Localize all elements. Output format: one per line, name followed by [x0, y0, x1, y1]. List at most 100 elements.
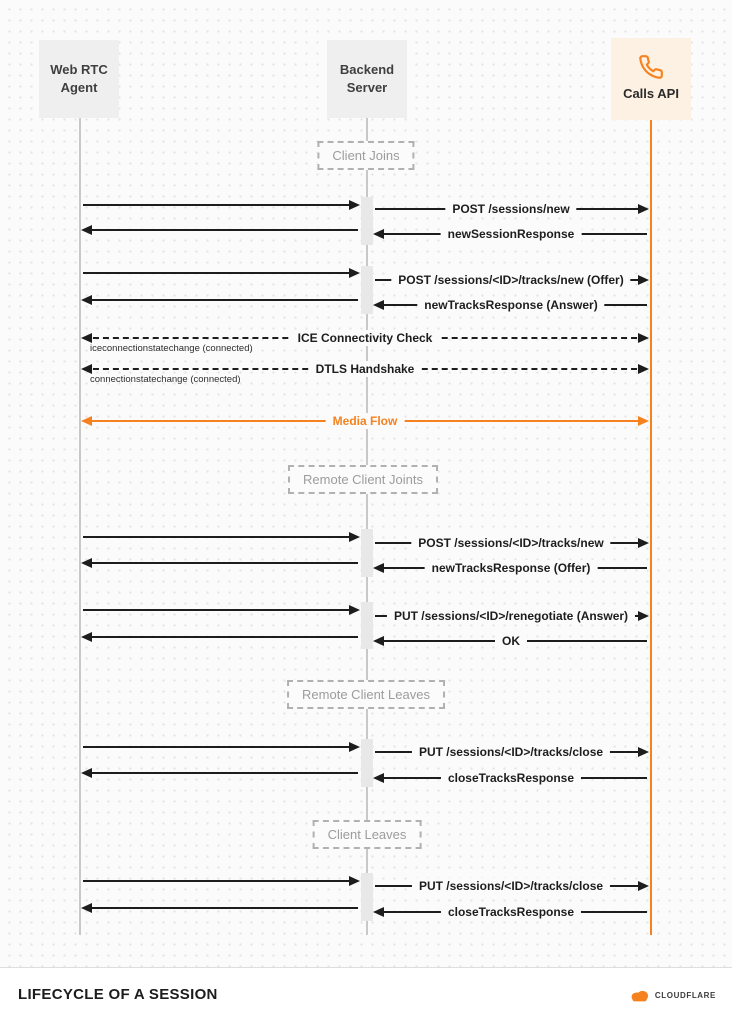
ice-state-note: iceconnectionstatechange (connected) [90, 343, 253, 354]
arrow-dtls-handshake: DTLS Handshake [81, 361, 649, 377]
arrowhead-right-icon [349, 605, 360, 615]
arrow-new-tracks-response-answer: newTracksResponse (Answer) [373, 297, 649, 313]
arrowhead-right-icon [349, 268, 360, 278]
lifeline-webrtc-agent [79, 118, 81, 935]
arrow-media-flow: Media Flow [81, 413, 649, 429]
arrow-shaft [83, 609, 358, 611]
arrow-close-tracks-response: closeTracksResponse [373, 904, 649, 920]
message-label: PUT /sessions/<ID>/tracks/close [411, 744, 611, 760]
message-label: newSessionResponse [440, 226, 582, 242]
arrow-shaft [83, 636, 358, 638]
arrowhead-right-icon [638, 275, 649, 285]
arrowhead-left-icon [373, 907, 384, 917]
arrow-shaft [83, 229, 358, 231]
arrowhead-left-icon [373, 773, 384, 783]
arrow-new-tracks-response-offer: newTracksResponse (Offer) [373, 560, 649, 576]
arrowhead-left-icon [373, 229, 384, 239]
arrow-shaft [83, 299, 358, 301]
arrowhead-left-icon [81, 364, 92, 374]
section-remote-client-leaves: Remote Client Leaves [287, 680, 445, 709]
section-remote-client-joins: Remote Client Joints [288, 465, 438, 494]
activation-bar [361, 266, 373, 314]
message-label: closeTracksResponse [440, 770, 582, 786]
arrow-webrtc-to-backend [81, 604, 360, 616]
phone-icon [639, 55, 663, 80]
arrowhead-right-icon [638, 204, 649, 214]
activation-bar [361, 873, 373, 921]
section-label: Client Joins [332, 148, 400, 163]
arrow-ok-response: OK [373, 633, 649, 649]
arrowhead-right-icon [638, 881, 649, 891]
actor-label-line: Server [346, 80, 388, 95]
arrowhead-left-icon [81, 225, 92, 235]
message-label: newTracksResponse (Answer) [417, 297, 605, 313]
arrow-put-renegotiate-answer: PUT /sessions/<ID>/renegotiate (Answer) [373, 608, 649, 624]
arrow-post-tracks-new: POST /sessions/<ID>/tracks/new [373, 535, 649, 551]
connection-state-note: connectionstatechange (connected) [90, 374, 241, 385]
lifeline-calls-api [650, 120, 652, 935]
actor-webrtc-agent: Web RTC Agent [39, 40, 119, 118]
section-label: Client Leaves [327, 827, 407, 842]
activation-bar [361, 602, 373, 649]
arrowhead-left-icon [81, 333, 92, 343]
arrowhead-left-icon [81, 632, 92, 642]
arrow-shaft [83, 880, 358, 882]
footer: LIFECYCLE OF A SESSION CLOUDFLARE [0, 967, 732, 1019]
arrowhead-right-icon [349, 742, 360, 752]
actor-label-line: Calls API [623, 86, 679, 102]
arrowhead-left-icon [81, 416, 92, 426]
arrow-backend-to-webrtc [81, 767, 360, 779]
message-label: POST /sessions/<ID>/tracks/new (Offer) [391, 272, 631, 288]
arrow-post-sessions-new: POST /sessions/new [373, 201, 649, 217]
arrowhead-right-icon [349, 876, 360, 886]
arrowhead-right-icon [349, 532, 360, 542]
arrow-webrtc-to-backend [81, 267, 360, 279]
arrowhead-left-icon [373, 563, 384, 573]
activation-bar [361, 197, 373, 245]
message-label: Media Flow [325, 413, 405, 429]
activation-bar [361, 529, 373, 577]
message-label: POST /sessions/new [445, 201, 577, 217]
arrowhead-right-icon [349, 200, 360, 210]
arrow-shaft [83, 272, 358, 274]
section-label: Remote Client Leaves [302, 687, 430, 702]
arrow-new-session-response: newSessionResponse [373, 226, 649, 242]
message-label: POST /sessions/<ID>/tracks/new [411, 535, 611, 551]
message-label: DTLS Handshake [308, 361, 422, 377]
arrow-put-tracks-close: PUT /sessions/<ID>/tracks/close [373, 878, 649, 894]
arrow-backend-to-webrtc [81, 631, 360, 643]
section-client-joins: Client Joins [317, 141, 415, 170]
arrowhead-right-icon [638, 538, 649, 548]
actor-backend-server: Backend Server [327, 40, 407, 118]
arrow-shaft [83, 772, 358, 774]
arrowhead-right-icon [638, 747, 649, 757]
arrowhead-left-icon [81, 558, 92, 568]
arrow-shaft [83, 562, 358, 564]
section-label: Remote Client Joints [303, 472, 423, 487]
cloudflare-cloud-icon [631, 990, 648, 1002]
arrowhead-right-icon [638, 416, 649, 426]
actor-label-line: Backend [339, 61, 395, 77]
arrow-backend-to-webrtc [81, 557, 360, 569]
message-label: ICE Connectivity Check [290, 330, 440, 346]
message-label: closeTracksResponse [440, 904, 582, 920]
message-label: PUT /sessions/<ID>/renegotiate (Answer) [386, 608, 636, 624]
activation-bar [361, 739, 373, 787]
arrow-shaft [83, 907, 358, 909]
lifeline-backend-server [366, 118, 368, 935]
cloudflare-wordmark: CLOUDFLARE [654, 991, 716, 1000]
arrow-ice-connectivity-check: ICE Connectivity Check [81, 330, 649, 346]
arrow-backend-to-webrtc [81, 294, 360, 306]
arrowhead-left-icon [81, 768, 92, 778]
arrow-backend-to-webrtc [81, 902, 360, 914]
arrowhead-left-icon [373, 636, 384, 646]
arrowhead-left-icon [81, 295, 92, 305]
arrow-post-tracks-new-offer: POST /sessions/<ID>/tracks/new (Offer) [373, 272, 649, 288]
arrow-backend-to-webrtc [81, 224, 360, 236]
arrow-shaft [83, 204, 358, 206]
arrow-webrtc-to-backend [81, 875, 360, 887]
arrow-close-tracks-response: closeTracksResponse [373, 770, 649, 786]
arrowhead-right-icon [638, 364, 649, 374]
arrowhead-left-icon [81, 903, 92, 913]
